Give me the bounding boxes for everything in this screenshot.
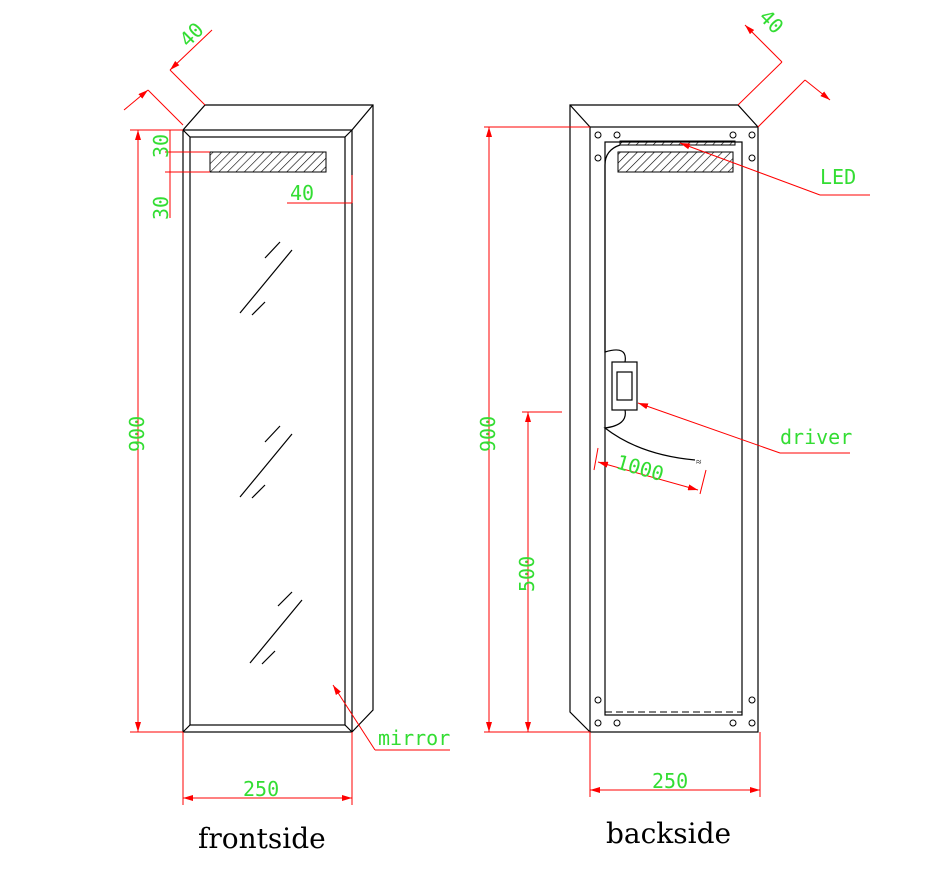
driver-height-dim: 500 [515,556,539,592]
back-panel [604,141,743,716]
led-label: LED [820,165,856,189]
screw-icon [594,131,756,727]
front-height-dim: 900 [125,416,149,452]
back-depth-dim: 40 [754,5,788,39]
back-view: ≈ 40 LED driver 1000 500 900 250 backsid… [476,5,870,850]
mirror-label: mirror [378,726,450,750]
front-led-strip [209,151,327,173]
front-frame-outer [182,129,353,733]
driver-box [611,361,638,411]
cable-length-dim: 1000 [614,450,667,486]
led-wire [604,144,626,363]
front-view: 40 30 30 40 900 250 mirror frontside [123,18,450,855]
back-led-strip [617,151,734,173]
led-offset-top-dim: 30 [149,134,173,158]
front-depth-dim: 40 [175,18,209,52]
back-width-dim: 250 [652,769,688,793]
led-offset-side-dim: 40 [290,181,314,205]
back-height-dim: 900 [476,416,500,452]
backside-title: backside [606,817,731,850]
svg-text:≈: ≈ [696,457,702,468]
glass-reflection-icon [239,241,303,665]
frontside-title: frontside [198,822,326,855]
back-side-depth [569,104,759,733]
driver-label: driver [780,425,852,449]
back-frame-outer [589,126,759,733]
driver-cable [603,409,696,461]
led-height-dim: 30 [149,196,173,220]
front-mirror-glass [189,136,346,726]
front-width-dim: 250 [243,777,279,801]
